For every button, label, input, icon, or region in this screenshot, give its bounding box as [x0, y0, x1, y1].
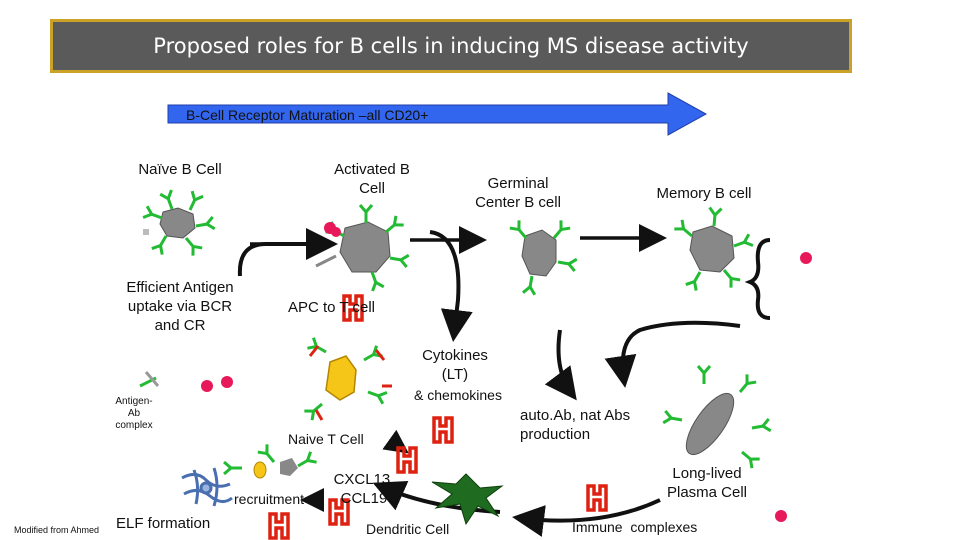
label-apc: APC to T cell [288, 299, 375, 316]
banner-label: B-Cell Receptor Maturation –all CD20+ [186, 107, 429, 123]
label-recruitment: recruitment [234, 491, 305, 507]
germinal-b-cell [508, 218, 579, 297]
label-plasma-cell: Long-lived Plasma Cell [666, 465, 748, 501]
elf-cluster [181, 467, 233, 507]
label-naive-t-cell: Naive T Cell [288, 431, 364, 447]
title-box: Proposed roles for B cells in inducing M… [50, 19, 852, 73]
maturation-arrow [167, 92, 708, 136]
label-efficient-uptake: Efficient Antigen uptake via BCR and CR [126, 279, 234, 334]
label-antigen-ab: Antigen-Ab complex [115, 396, 153, 431]
red-marker [432, 416, 454, 444]
activated-b-cell [315, 203, 411, 293]
label-activated-b-cell: Activated B Cell [334, 161, 410, 197]
label-modified-from: Modified from Ahmed [14, 525, 100, 535]
label-dendritic-cell: Dendritic Cell [366, 521, 450, 537]
label-cytokines: Cytokines (LT) [422, 347, 488, 383]
label-immune-complexes: Immune complexes [572, 519, 698, 535]
t-cell [302, 336, 392, 422]
label-memory-b-cell: Memory B cell [656, 185, 752, 202]
red-marker [396, 446, 418, 474]
label-naive-b-cell: Naïve B Cell [138, 161, 222, 178]
red-marker [268, 512, 290, 540]
label-autoab: auto.Ab, nat Abs production [520, 407, 631, 443]
dendritic-cell [431, 473, 504, 526]
plasma-cell [661, 364, 773, 470]
label-chemokines: & chemokines [414, 387, 502, 403]
red-marker [586, 484, 608, 512]
label-germinal-b-cell: Germinal Center B cell [475, 175, 561, 211]
label-cxcl: CXCL13, CCL19 [333, 471, 395, 507]
label-elf-formation: ELF formation [116, 515, 211, 532]
page-title: Proposed roles for B cells in inducing M… [153, 34, 749, 58]
naive-b-cell [141, 188, 217, 258]
memory-b-cell [672, 206, 755, 293]
